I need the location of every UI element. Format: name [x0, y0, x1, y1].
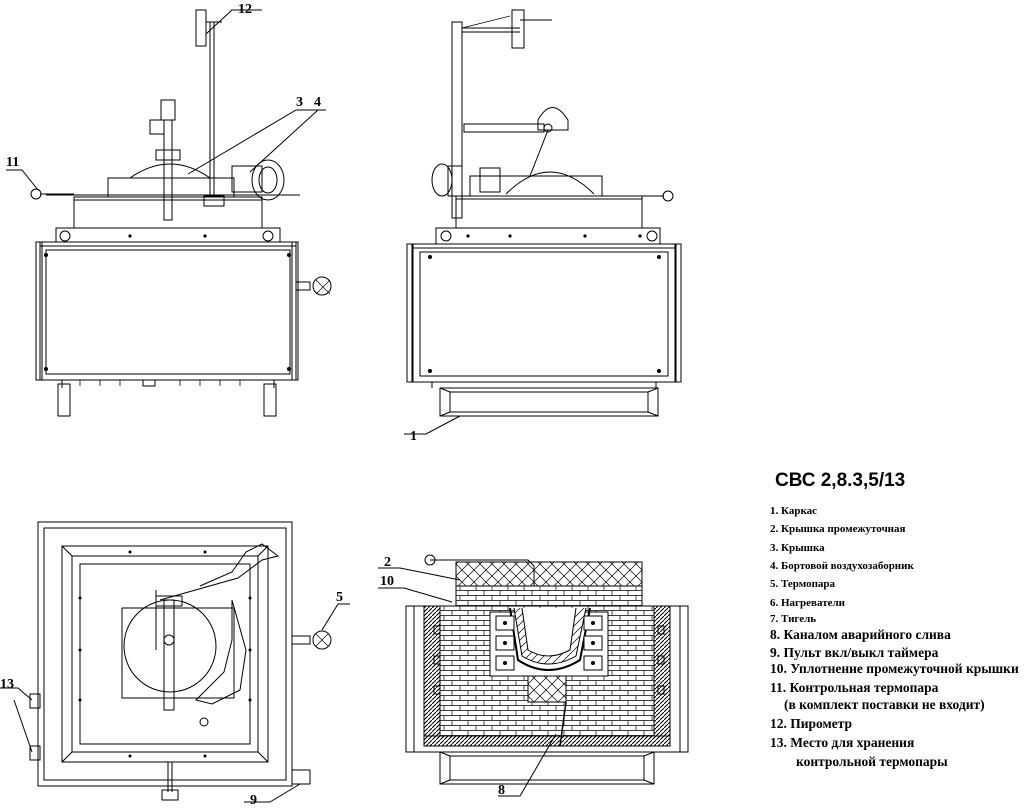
legend-item-12: 12. Пирометр — [770, 716, 853, 731]
front-view — [6, 9, 332, 417]
legend-item-3: 3. Крышка — [770, 542, 825, 554]
callout-2: 2 — [384, 555, 391, 570]
callout-3: 3 — [296, 95, 303, 110]
legend-item-7: 7. Тигель — [770, 613, 817, 625]
callout-10: 10 — [380, 574, 394, 589]
callout-12: 12 — [238, 2, 252, 17]
legend-item-4: 4. Бортовой воздухозаборник — [770, 560, 914, 572]
drawing-title: СВС 2,8.3,5/13 — [775, 470, 906, 491]
callout-1: 1 — [410, 429, 417, 444]
legend-item-11: 11. Контрольная термопара — [770, 680, 939, 695]
side-view — [404, 9, 682, 435]
callout-8: 8 — [498, 783, 505, 798]
section-view — [378, 554, 689, 797]
legend-item-5: 5. Термопара — [770, 578, 836, 590]
legend-item-13: 13. Место для хранения — [770, 735, 915, 750]
legend-item-6: 6. Нагреватели — [770, 597, 846, 609]
legend-item-2: 2. Крышка промежуточная — [770, 523, 906, 535]
legend-item-9: 9. Пульт вкл/выкл таймера — [770, 645, 939, 660]
legend-item-13-note: контрольной термопары — [796, 754, 948, 769]
legend-item-10: 10. Уплотнение промежуточной крышки — [770, 661, 1019, 676]
plan-view — [0, 521, 350, 803]
callout-9: 9 — [250, 793, 257, 808]
legend-item-8: 8. Каналом аварийного слива — [770, 627, 951, 642]
callout-4: 4 — [314, 95, 321, 110]
legend-item-11-note: (в комплект поставки не входит) — [784, 697, 985, 712]
callout-5: 5 — [336, 590, 343, 605]
callout-11: 11 — [6, 155, 19, 170]
legend-item-1: 1. Каркас — [770, 505, 818, 517]
callout-13: 13 — [0, 677, 14, 692]
